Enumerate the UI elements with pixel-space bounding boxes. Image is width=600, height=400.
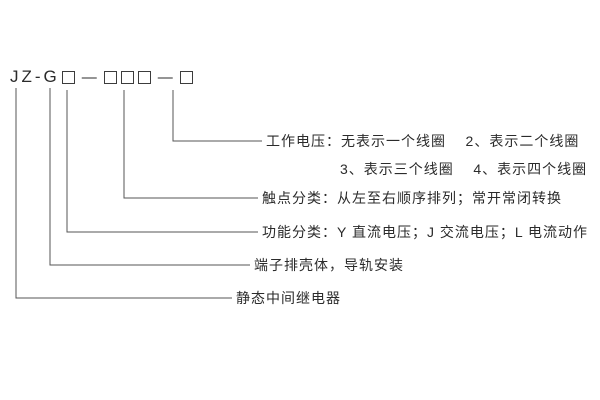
- contact-code-box-1: [103, 70, 117, 84]
- model-prefix: JZ-G: [10, 67, 60, 86]
- connector-line-function-class: [66, 90, 258, 233]
- contact-code-box-2: [120, 70, 134, 84]
- label-working-voltage-line1: 工作电压：无表示一个线圈 2、表示二个线圈: [266, 133, 580, 149]
- label-contact-class: 触点分类：从左至右顺序排列；常开常闭转换: [262, 190, 562, 206]
- connector-line-housing: [49, 88, 250, 266]
- label-function-class: 功能分类：Y 直流电压；J 交流电压；L 电流动作: [262, 224, 589, 240]
- connector-line-contact-class: [123, 90, 258, 199]
- voltage-code-box: [179, 70, 193, 84]
- code-dash: —: [157, 68, 173, 86]
- connector-line-working-voltage: [172, 90, 262, 142]
- label-working-voltage-line2: 3、表示三个线圈 4、表示四个线圈: [340, 161, 588, 177]
- label-housing: 端子排壳体，导轨安装: [254, 257, 404, 273]
- code-dash: —: [81, 68, 97, 86]
- model-code: JZ-G — —: [10, 66, 195, 88]
- contact-code-box-3: [137, 70, 151, 84]
- label-relay-type: 静态中间继电器: [236, 290, 341, 306]
- function-code-box: [61, 70, 75, 84]
- connector-line-relay-type: [15, 88, 232, 299]
